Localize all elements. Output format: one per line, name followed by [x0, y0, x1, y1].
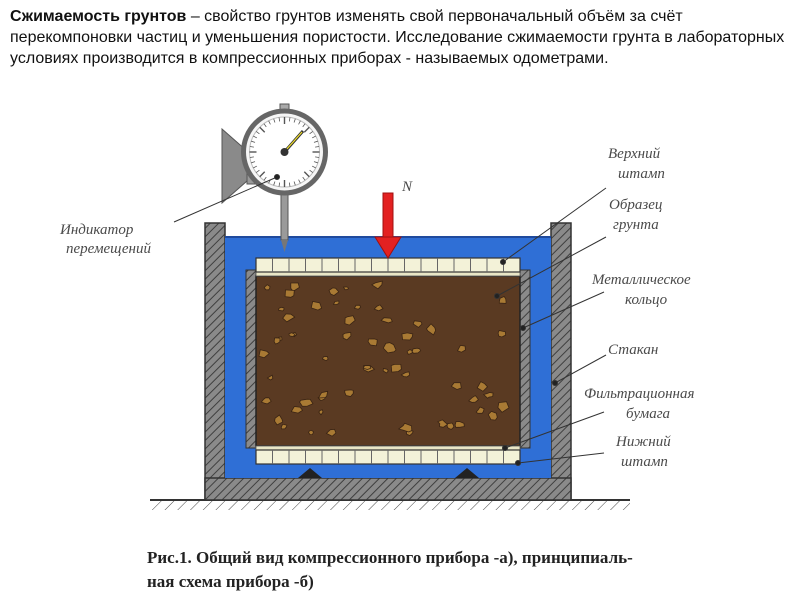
soil-pebble: [487, 410, 498, 421]
soil-pebble: [390, 363, 402, 373]
soil-pebble: [266, 374, 274, 381]
label-indicator: Индикатор перемещений: [59, 222, 151, 257]
filter-paper-bottom: [255, 445, 521, 451]
filter-paper-top: [255, 271, 521, 277]
soil-pebble: [401, 332, 414, 341]
soil-pebble: [353, 304, 362, 310]
soil-pebble: [412, 320, 423, 328]
intro-text: – свойство грунтов изменять свой первона…: [10, 8, 785, 67]
soil-pebble: [456, 344, 466, 353]
soil-pebble: [260, 397, 272, 405]
displacement-indicator: [221, 103, 328, 252]
soil-pebble: [446, 422, 455, 430]
soil-pebble: [437, 419, 449, 428]
label-metal-ring: Металлическое кольцо: [591, 272, 694, 308]
soil-pebble: [325, 428, 337, 437]
upper-stamp: [255, 257, 521, 273]
soil-pebble: [475, 406, 485, 414]
soil-pebble: [290, 406, 304, 414]
soil-pebble: [450, 382, 462, 390]
caption-line-2: ная схема прибора -б): [147, 572, 314, 591]
soil-pebble: [497, 401, 510, 413]
support-right: [455, 468, 479, 478]
soil-pebble: [468, 395, 479, 403]
label-filter-paper: Фильтрационная бумага: [584, 386, 698, 422]
metal-ring-right: [519, 269, 531, 449]
soil-pebble: [344, 315, 356, 326]
leader-lines: [173, 174, 607, 466]
soil-pebbles: [258, 280, 510, 437]
soil-pebble: [362, 365, 372, 370]
metal-ring-left: [245, 269, 257, 449]
soil-pebble: [274, 414, 284, 426]
soil-pebble: [482, 392, 494, 399]
soil-pebble: [273, 337, 281, 345]
soil-pebble: [373, 304, 384, 312]
caption-line-1: Рис.1. Общий вид компрессионного прибора…: [147, 548, 633, 567]
label-lower-stamp: Нижний штамп: [615, 434, 674, 470]
soil-pebble: [380, 317, 393, 324]
soil-pebble: [284, 289, 295, 298]
soil-pebble: [344, 389, 354, 397]
soil-pebble: [497, 330, 507, 338]
soil-pebble: [367, 338, 378, 347]
soil-pebble: [263, 284, 271, 291]
soil-pebble: [288, 332, 296, 338]
soil-pebble: [258, 349, 270, 359]
lower-stamp: [255, 449, 521, 465]
soil-pebble: [332, 300, 340, 305]
soil-pebble: [318, 409, 324, 416]
cup-wall-left: [204, 222, 226, 501]
soil-pebble: [317, 390, 329, 399]
intro-term: Сжимаемость грунтов: [10, 8, 187, 25]
soil-pebble: [382, 368, 389, 374]
soil-pebble: [282, 313, 296, 323]
soil-pebble: [498, 296, 507, 304]
soil-pebble: [321, 356, 329, 362]
soil-pebble: [400, 371, 411, 378]
soil-pebble: [411, 347, 422, 354]
soil-pebble: [299, 398, 314, 407]
ground-base: [150, 499, 630, 510]
label-upper-stamp: Верхний штамп: [608, 146, 665, 182]
label-soil-sample: Образец грунта: [609, 197, 666, 233]
figure-caption: Рис.1. Общий вид компрессионного прибора…: [147, 546, 787, 594]
soil-pebble: [342, 286, 350, 291]
soil-pebble: [328, 287, 340, 296]
soil-pebble: [310, 301, 323, 311]
soil-pebble: [278, 306, 285, 312]
soil-pebble: [397, 422, 413, 433]
label-cup: Стакан: [608, 342, 658, 358]
intro-paragraph: Сжимаемость грунтов – свойство грунтов и…: [10, 6, 790, 69]
soil-pebble: [342, 331, 352, 341]
soil-pebble: [425, 323, 437, 336]
soil-pebble: [280, 423, 288, 430]
soil-pebble: [406, 349, 413, 355]
soil-pebble: [308, 429, 314, 436]
soil-pebble: [371, 280, 383, 290]
indicator-stem: [280, 189, 289, 241]
force-label: N: [401, 179, 413, 195]
soil-pebble: [476, 381, 489, 392]
soil-pebble: [382, 342, 397, 354]
soil-sample: [255, 275, 521, 447]
force-arrow: [374, 192, 402, 259]
soil-pebble: [454, 421, 465, 428]
cup-bottom: [204, 477, 572, 501]
support-left: [298, 468, 322, 478]
